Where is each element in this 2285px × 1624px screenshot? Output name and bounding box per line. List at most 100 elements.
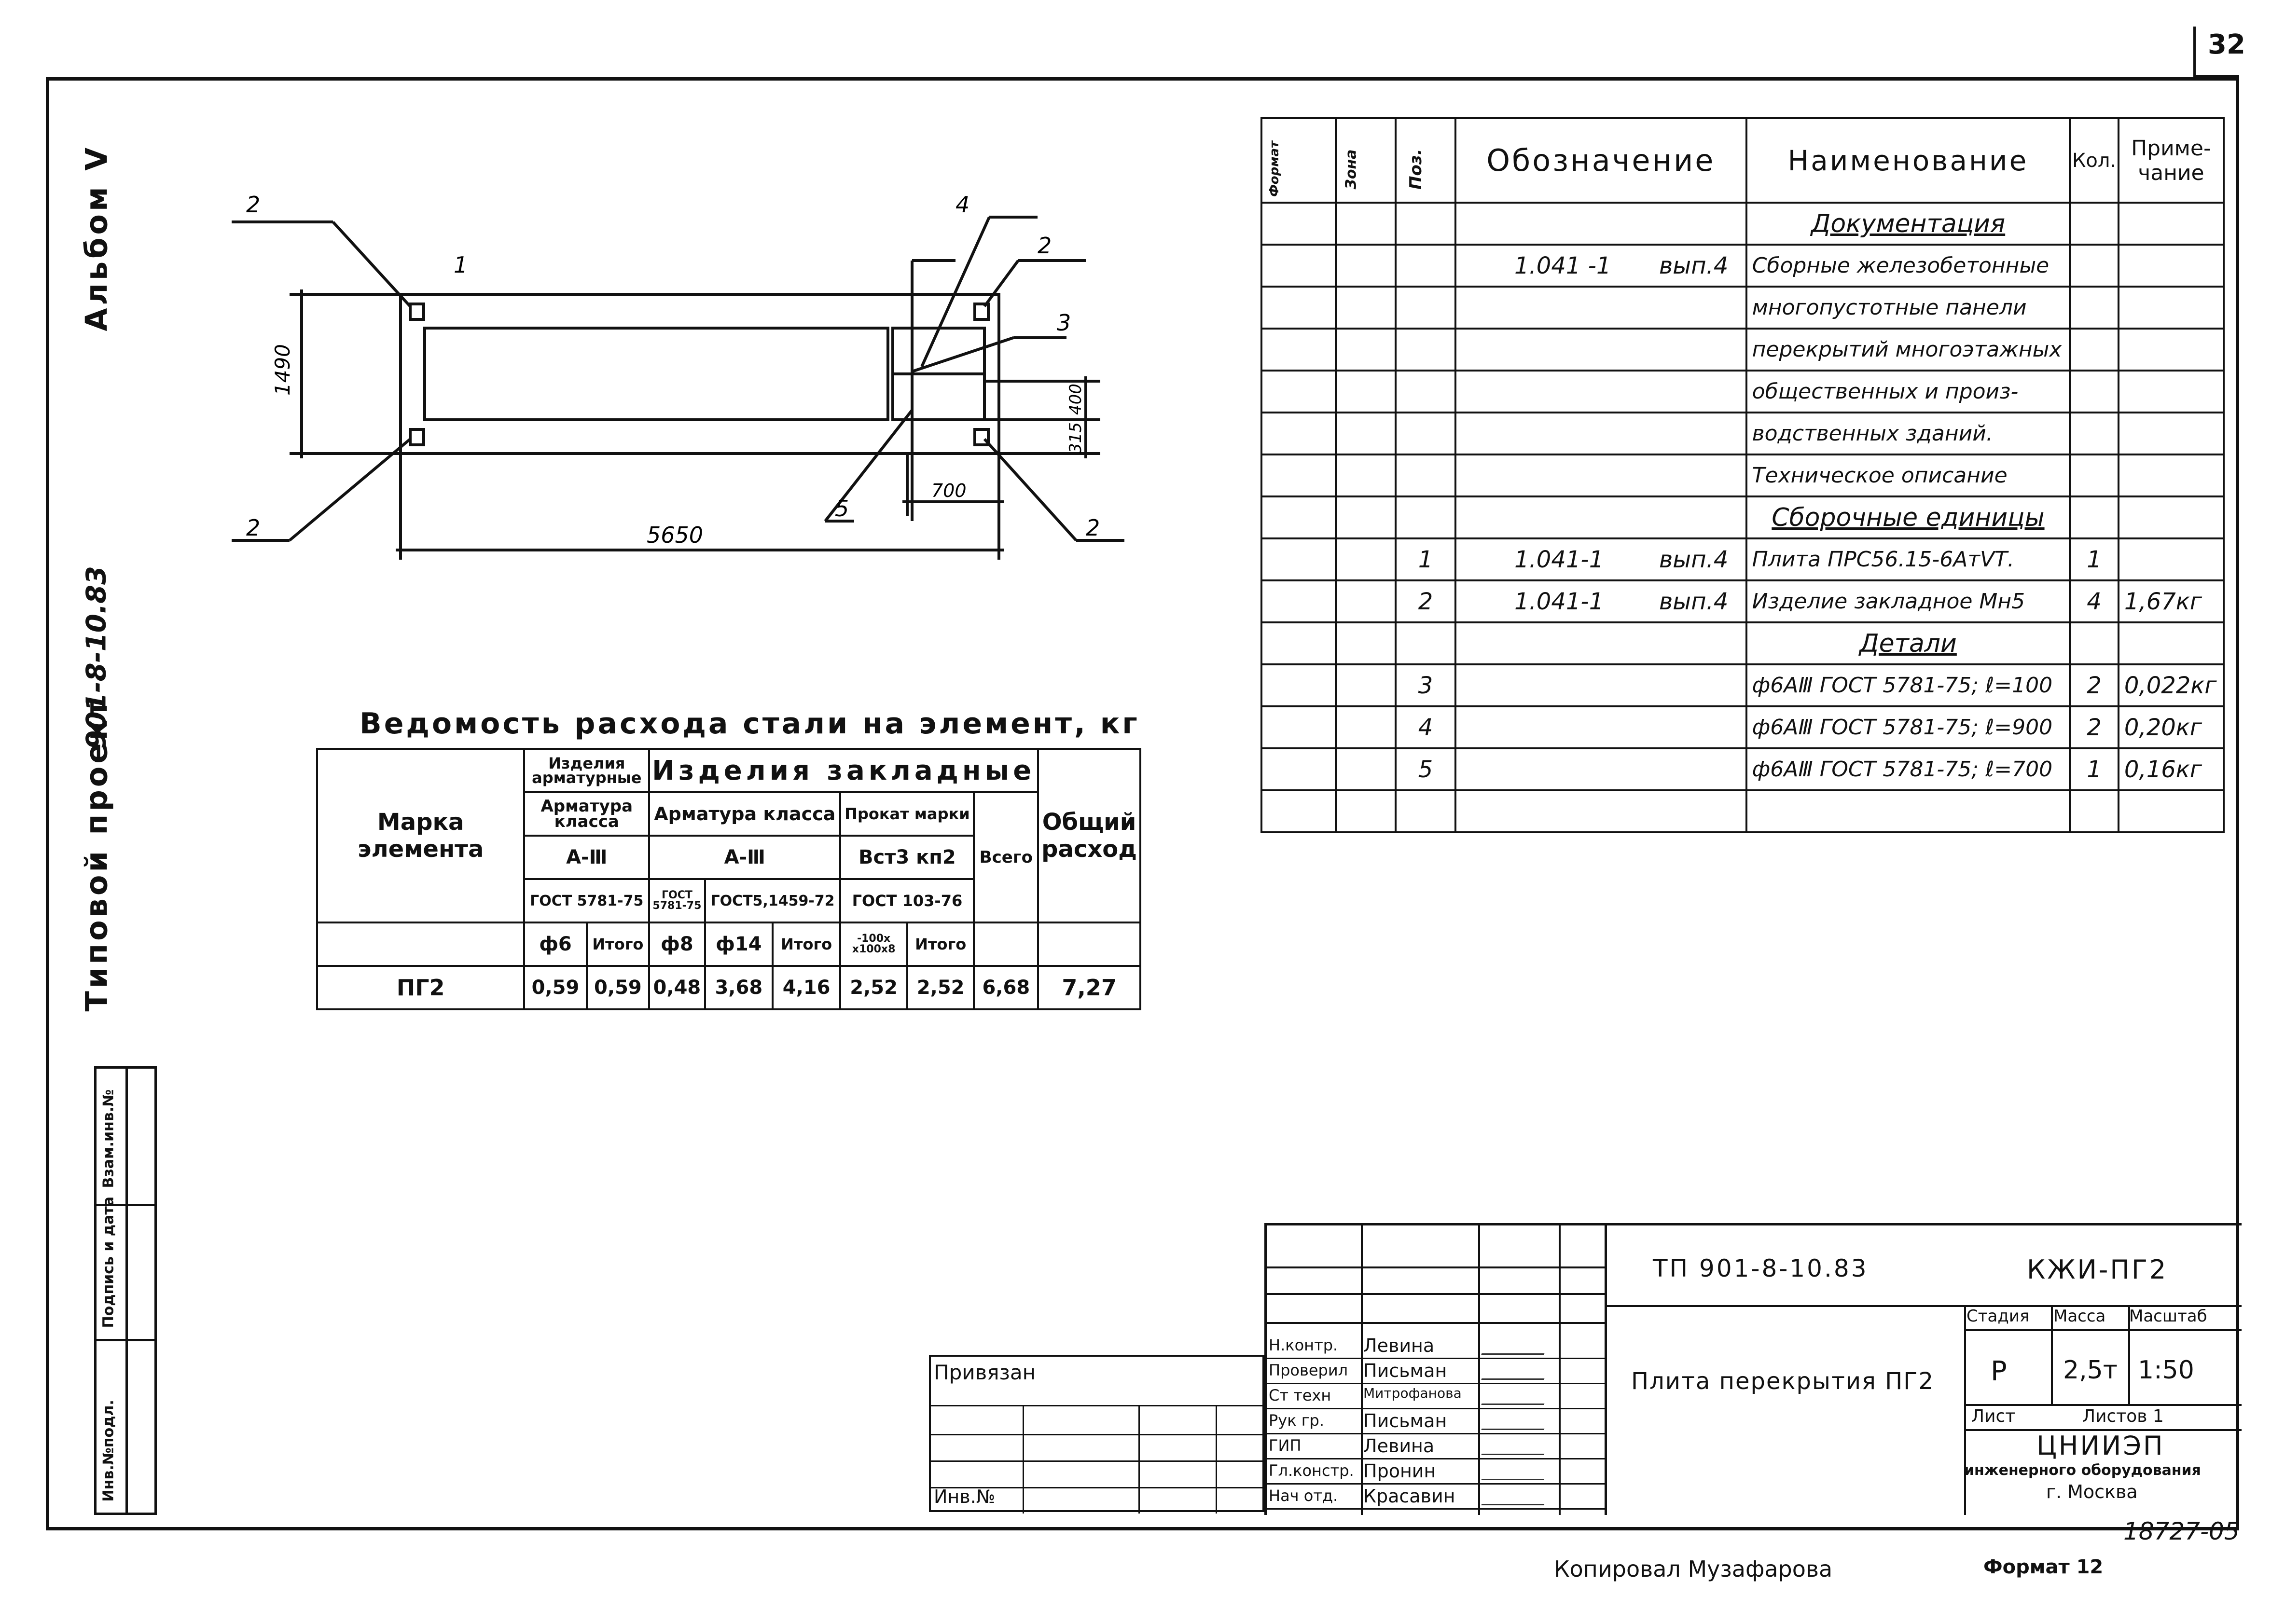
spec-cell-name: водственных зданий. xyxy=(1745,412,2071,455)
spec-cell-name: Сборочные единицы xyxy=(1745,495,2071,539)
spec-cell-designation xyxy=(1454,663,1747,707)
spec-cell-pos: 4 xyxy=(1395,705,1456,749)
signature-name: Красавин xyxy=(1363,1486,1455,1507)
spec-cell-zone xyxy=(1335,370,1397,413)
signature-row: Нач отд.Красавин xyxy=(1267,1485,1605,1510)
org-name: ЦНИИЭП xyxy=(2036,1431,2165,1461)
steel-h-itogo3: Итого xyxy=(906,922,975,967)
album-label: Альбом Ⅴ xyxy=(79,144,114,331)
side-stamp-inv: Инв.№подл. xyxy=(100,1400,117,1502)
spec-h-note: Приме-чание xyxy=(2117,117,2225,204)
spec-cell-note xyxy=(2117,537,2225,581)
steel-h-a3: А-Ⅲ xyxy=(523,835,651,880)
page-number: 32 xyxy=(2208,29,2245,60)
spec-cell-qty xyxy=(2069,454,2119,497)
spec-cell-pos xyxy=(1395,328,1456,372)
steel-h-d6: ф6 xyxy=(523,922,588,967)
signature-row: Н.контр.Левина xyxy=(1267,1334,1605,1359)
dim-length: 5650 xyxy=(647,522,703,548)
spec-cell-designation xyxy=(1454,328,1747,372)
steel-h-rebar-class: Арматура класса xyxy=(523,791,651,837)
spec-cell-name: Плита ПРС56.15-6АтⅤТ. xyxy=(1745,537,2071,581)
steel-h-embedded: Изделия закладные xyxy=(648,748,1039,793)
dim-height: 1490 xyxy=(271,344,294,396)
slab-outline xyxy=(399,293,1000,455)
spec-row: водственных зданий. xyxy=(1260,412,2225,455)
spec-cell-note xyxy=(2117,454,2225,497)
steel-h-all: Всего xyxy=(973,791,1039,923)
spec-cell-zone xyxy=(1335,286,1397,330)
spec-cell-zone xyxy=(1335,454,1397,497)
spec-cell-designation xyxy=(1454,286,1747,330)
steel-row-it2: 4,16 xyxy=(771,965,842,1010)
mass-value: 2,5т xyxy=(2063,1356,2118,1385)
steel-h-rolled: Прокат марки xyxy=(839,791,975,837)
spec-cell-designation xyxy=(1454,621,1747,665)
spec-cell-pos xyxy=(1395,621,1456,665)
spec-cell-zone xyxy=(1335,621,1397,665)
signature-role: ГИП xyxy=(1269,1436,1302,1455)
spec-row: Документация xyxy=(1260,202,2225,246)
format-label: Формат 12 xyxy=(1983,1556,2104,1578)
spec-cell-zone xyxy=(1335,789,1397,833)
spec-cell-format xyxy=(1260,789,1337,833)
spec-cell-note xyxy=(2117,202,2225,246)
spec-cell-pos: 1 xyxy=(1395,537,1456,581)
callout-2a: 2 xyxy=(246,192,260,218)
steel-h-rebar-class2: Арматура класса xyxy=(648,791,842,837)
steel-row-d6: 0,59 xyxy=(523,965,588,1010)
side-stamp-replace: Взам.инв.№ xyxy=(100,1089,117,1188)
spec-cell-name xyxy=(1745,789,2071,833)
doc-code: ТП 901-8-10.83 xyxy=(1653,1254,1869,1282)
steel-h-sect: -100х х100х8 xyxy=(839,922,908,967)
spec-cell-format xyxy=(1260,621,1337,665)
callout-2b: 2 xyxy=(246,515,260,541)
scale-label: Масштаб xyxy=(2129,1307,2207,1326)
steel-h-itogo1: Итого xyxy=(585,922,651,967)
spec-cell-name: общественных и произ- xyxy=(1745,370,2071,413)
spec-cell-designation xyxy=(1454,705,1747,749)
spec-designation-code: 1.041 -1 xyxy=(1514,252,1611,279)
spec-cell-name: Техническое описание xyxy=(1745,454,2071,497)
callout-2c: 2 xyxy=(1038,233,1052,259)
spec-cell-name: Сборные железобетонные xyxy=(1745,244,2071,288)
steel-h-itogo2: Итого xyxy=(771,922,842,967)
spec-cell-zone xyxy=(1335,579,1397,623)
spec-cell-designation xyxy=(1454,454,1747,497)
org-city: г. Москва xyxy=(2046,1481,2138,1502)
signature-role: Н.контр. xyxy=(1269,1336,1338,1354)
spec-cell-pos: 3 xyxy=(1395,663,1456,707)
steel-row-it1: 0,59 xyxy=(585,965,651,1010)
spec-cell-note xyxy=(2117,370,2225,413)
spec-cell-format xyxy=(1260,202,1337,246)
signature-role: Ст техн xyxy=(1269,1386,1331,1404)
spec-cell-qty xyxy=(2069,789,2119,833)
signature-mark xyxy=(1481,1440,1550,1455)
title-block-right xyxy=(1605,1223,2242,1515)
signature-role: Рук гр. xyxy=(1269,1411,1325,1430)
spec-cell-note xyxy=(2117,495,2225,539)
spec-cell-note xyxy=(2117,621,2225,665)
slab-drawing: 1 2 2 2 2 3 4 5 5650 1490 700 400 315 xyxy=(232,192,1124,560)
steel-h-gost5781b: ГОСТ 5781-75 xyxy=(648,878,706,923)
spec-cell-format xyxy=(1260,454,1337,497)
spec-cell-name: перекрытий многоэтажных xyxy=(1745,328,2071,372)
spec-cell-zone xyxy=(1335,705,1397,749)
spec-cell-format xyxy=(1260,495,1337,539)
spec-cell-pos: 5 xyxy=(1395,747,1456,791)
callout-3: 3 xyxy=(1057,310,1071,336)
spec-row: Техническое описание xyxy=(1260,454,2225,497)
spec-cell-pos xyxy=(1395,202,1456,246)
spec-cell-qty xyxy=(2069,495,2119,539)
spec-cell-pos xyxy=(1395,412,1456,455)
spec-cell-pos xyxy=(1395,286,1456,330)
embed-plate-tr xyxy=(973,303,990,321)
drawing-frame xyxy=(46,77,2239,1530)
signature-row: Гл.констр.Пронин xyxy=(1267,1459,1605,1485)
